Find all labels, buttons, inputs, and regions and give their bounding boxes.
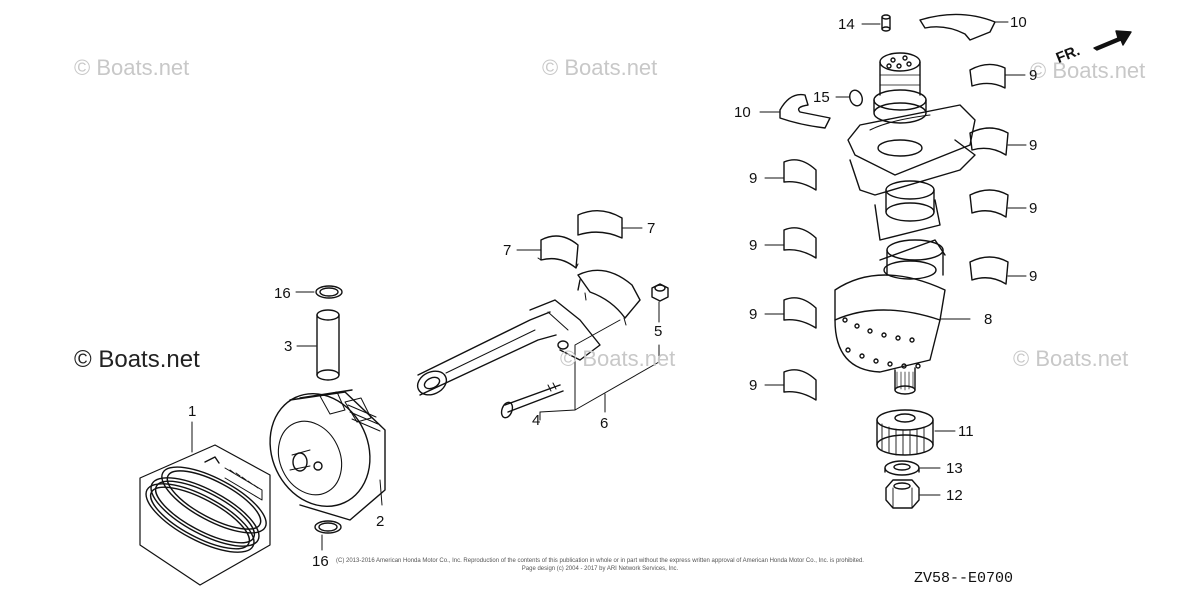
callout-5[interactable]: 5 — [654, 323, 663, 340]
thrust-washer-top — [919, 13, 996, 41]
crankshaft-nut — [885, 479, 920, 509]
callout-10[interactable]: 10 — [734, 104, 751, 121]
piston-pin-clip-bottom — [314, 520, 342, 534]
connecting-rod-bolt — [500, 382, 564, 419]
copyright-line: (C) 2013-2016 American Honda Motor Co., … — [336, 558, 864, 564]
callout-4[interactable]: 4 — [532, 412, 541, 429]
plug — [849, 89, 863, 107]
piston-pin-clip-top — [315, 285, 343, 299]
watermark: © Boats.net — [74, 55, 190, 80]
watermark: © Boats.net — [1013, 346, 1129, 371]
callout-9[interactable]: 9 — [1029, 67, 1038, 84]
callout-7[interactable]: 7 — [647, 220, 656, 237]
callout-8[interactable]: 8 — [984, 311, 993, 328]
connecting-rod-bearing-lower — [537, 235, 579, 269]
washer — [884, 460, 920, 476]
main-bearing-right-3 — [969, 189, 1009, 218]
main-bearing-right-2 — [969, 127, 1009, 156]
callout-16[interactable]: 16 — [274, 285, 291, 302]
callout-12[interactable]: 12 — [946, 487, 963, 504]
timing-gear — [876, 409, 934, 456]
main-bearing-left-3 — [783, 297, 817, 329]
main-bearing-left-2 — [783, 227, 817, 259]
callout-14[interactable]: 14 — [838, 16, 855, 33]
main-bearing-right-4 — [969, 256, 1009, 285]
piston-pin — [316, 309, 340, 381]
callout-9[interactable]: 9 — [1029, 200, 1038, 217]
connecting-rod-bearing-upper — [577, 210, 623, 239]
connecting-rod-nut — [651, 283, 669, 302]
piston — [269, 389, 386, 521]
thrust-washer-left — [779, 93, 831, 129]
callout-10[interactable]: 10 — [1010, 14, 1027, 31]
watermark: © Boats.net — [1030, 58, 1146, 83]
callout-9[interactable]: 9 — [1029, 137, 1038, 154]
watermark: © Boats.net — [74, 346, 200, 373]
callout-1[interactable]: 1 — [188, 403, 197, 420]
callout-16[interactable]: 16 — [312, 553, 329, 570]
dowel-pin — [881, 14, 891, 32]
connecting-rod — [416, 299, 601, 396]
watermark: © Boats.net — [560, 346, 676, 371]
callout-7[interactable]: 7 — [503, 242, 512, 259]
callout-9[interactable]: 9 — [749, 237, 758, 254]
main-bearing-right-1 — [969, 63, 1006, 89]
callout-15[interactable]: 15 — [813, 89, 830, 106]
connecting-rod-cap — [577, 269, 641, 326]
callout-11[interactable]: 11 — [958, 423, 974, 440]
copyright-line: Page design (c) 2004 - 2017 by ARI Netwo… — [521, 566, 679, 572]
piston-rings — [139, 444, 271, 586]
callout-6[interactable]: 6 — [600, 415, 609, 432]
main-bearing-left-1 — [783, 159, 817, 191]
diagram-code: ZV58--E0700 — [914, 570, 1014, 587]
callout-9[interactable]: 9 — [749, 377, 758, 394]
front-direction-arrow — [1093, 30, 1132, 51]
main-bearing-left-4 — [783, 369, 817, 401]
callout-9[interactable]: 9 — [1029, 268, 1038, 285]
callout-3[interactable]: 3 — [284, 338, 293, 355]
callout-13[interactable]: 13 — [946, 460, 963, 477]
callout-9[interactable]: 9 — [749, 170, 758, 187]
watermark: © Boats.net — [542, 55, 658, 80]
crankshaft — [834, 52, 976, 395]
callout-2[interactable]: 2 — [376, 513, 385, 530]
callout-9[interactable]: 9 — [749, 306, 758, 323]
